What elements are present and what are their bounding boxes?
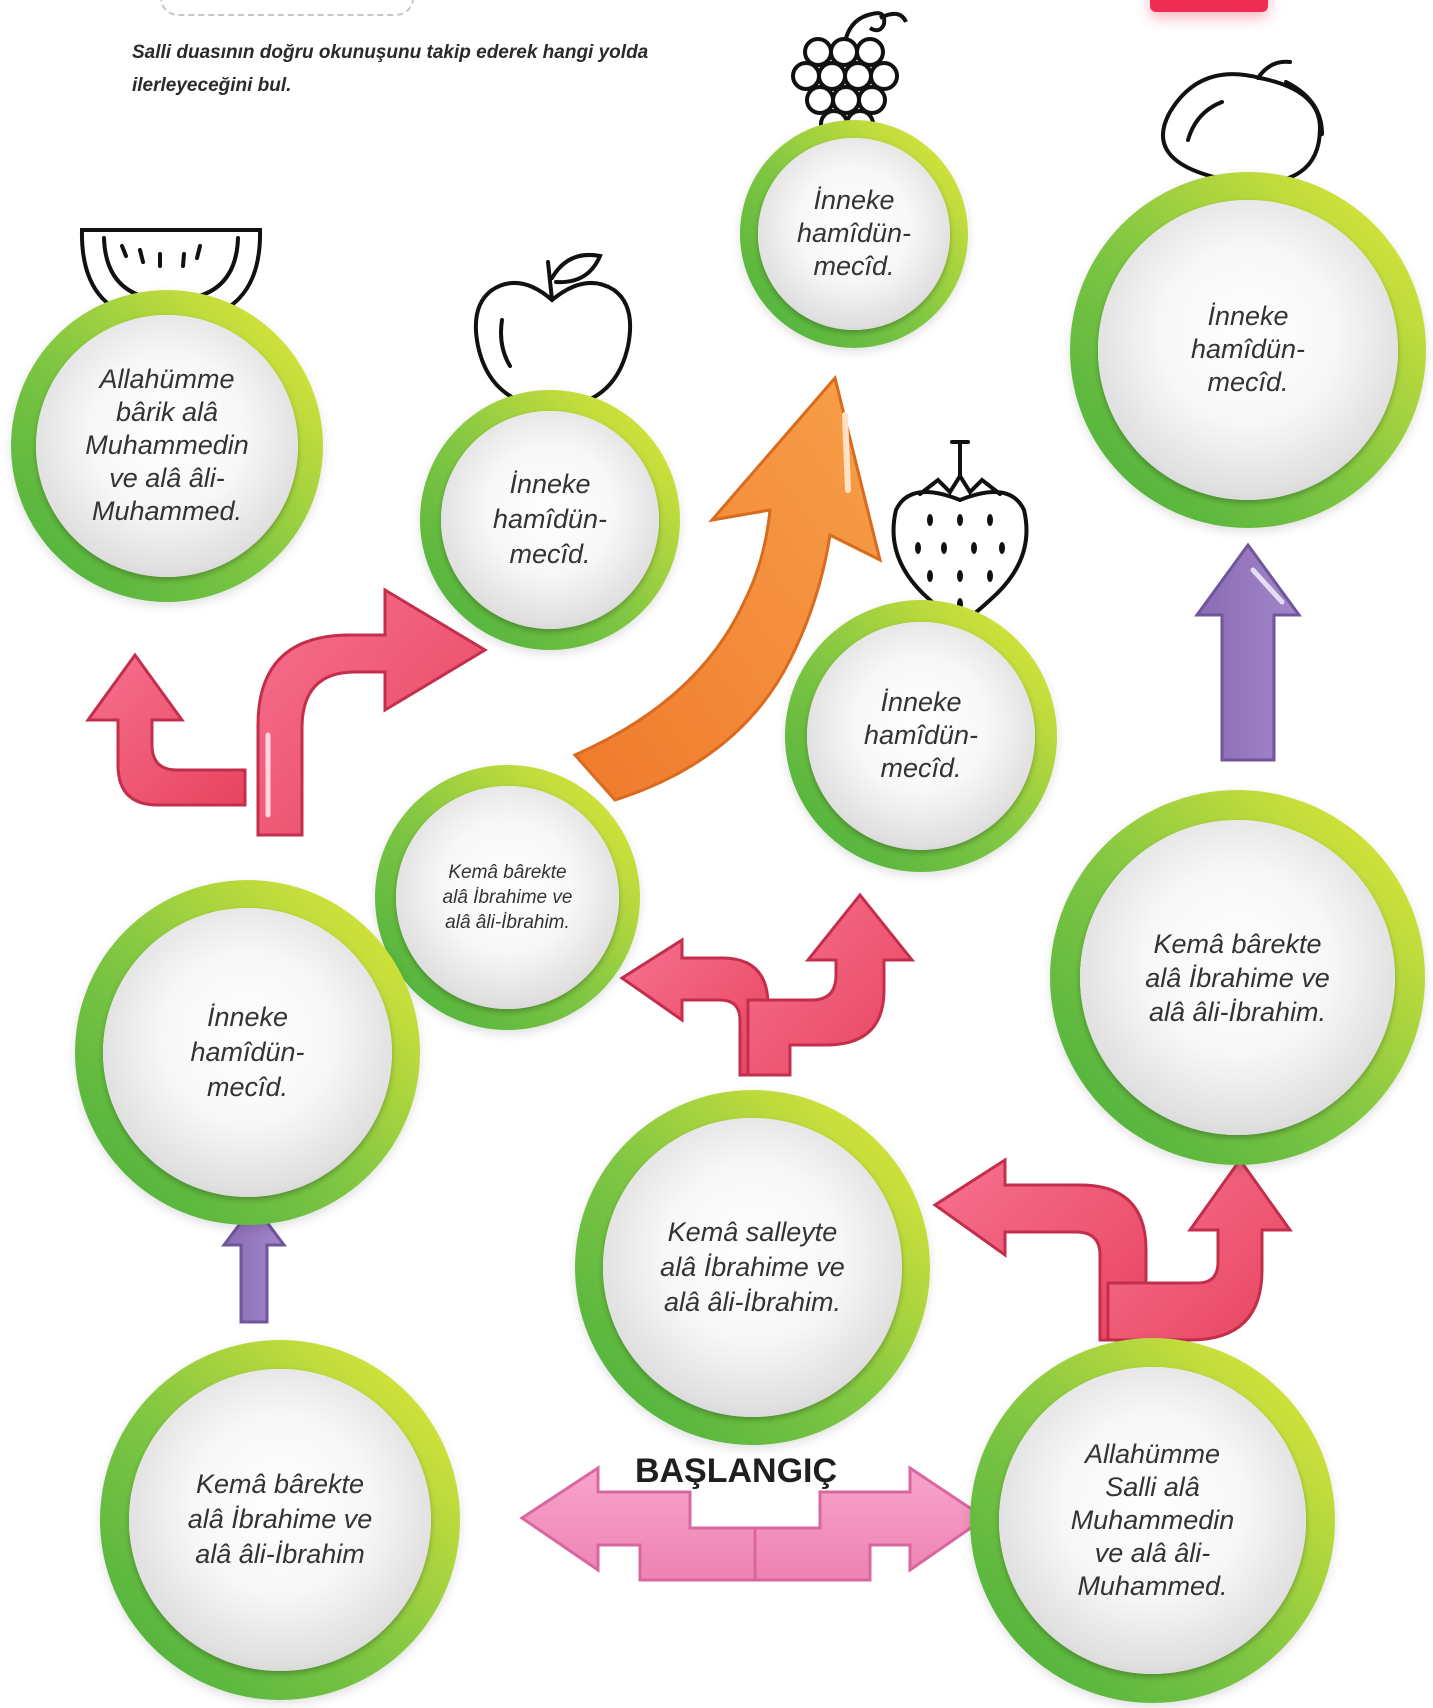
node-strawberry-text: İnneke hamîdün- mecîd. [863, 687, 979, 784]
node-start-text: Allahümme Salli alâ Muhammedin ve alâ âl… [1070, 1438, 1235, 1601]
node-bottom-left: Kemâ bârekte alâ İbrahime ve alâ âli-İbr… [100, 1340, 460, 1700]
node-start: Allahümme Salli alâ Muhammedin ve alâ âl… [970, 1338, 1335, 1703]
apple-icon [473, 253, 633, 408]
arrow-purple-left [221, 1202, 287, 1324]
node-mango-text: İnneke hamîdün- mecîd. [1190, 301, 1306, 398]
node-watermelon-text: Allahümme bârik alâ Muhammedin ve alâ âl… [85, 364, 249, 527]
strawberry-seeds [915, 514, 1005, 610]
arrow-purple-right [1194, 542, 1302, 762]
node-center: Kemâ bârekte alâ İbrahime ve alâ âli-İbr… [375, 765, 640, 1030]
node-salleyte: Kemâ salleyte alâ İbrahime ve alâ âli-İb… [575, 1090, 930, 1445]
node-left-mid-text: İnneke hamîdün- mecîd. [190, 1001, 305, 1102]
node-salleyte-text: Kemâ salleyte alâ İbrahime ve alâ âli-İb… [660, 1216, 845, 1317]
node-center-text: Kemâ bârekte alâ İbrahime ve alâ âli-İbr… [442, 861, 573, 933]
node-apple: İnneke hamîdün- mecîd. [420, 390, 680, 650]
node-bottom-left-text: Kemâ bârekte alâ İbrahime ve alâ âli-İbr… [187, 1469, 373, 1570]
instruction-text: Salli duasının doğru okunuşunu takip ede… [132, 42, 649, 96]
arrow-start-right [753, 1465, 988, 1582]
node-strawberry: İnneke hamîdün- mecîd. [785, 600, 1057, 872]
start-label: BAŞLANGIÇ [634, 1452, 838, 1490]
node-left-mid: İnneke hamîdün- mecîd. [75, 880, 420, 1225]
arrow-curve-pink [256, 587, 488, 837]
arrow-lower-right-pink [1106, 1157, 1293, 1342]
node-apple-text: İnneke hamîdün- mecîd. [492, 469, 608, 570]
arrow-orange [572, 374, 883, 802]
node-right-mid-text: Kemâ bârekte alâ İbrahime ve alâ âli-İbr… [1145, 928, 1330, 1027]
node-mango: İnneke hamîdün- mecîd. [1070, 172, 1426, 528]
page-corner-badge [1150, 0, 1268, 12]
strawberry-icon [891, 440, 1029, 627]
arrow-start-left [519, 1465, 762, 1582]
arrow-lower-left-pink [932, 1157, 1148, 1342]
node-right-mid: Kemâ bârekte alâ İbrahime ve alâ âli-İbr… [1050, 790, 1425, 1165]
arrow-small-right-pink [746, 892, 916, 1077]
mango-icon [1161, 59, 1324, 185]
node-grapes: İnneke hamîdün- mecîd. [740, 120, 968, 348]
node-watermelon: Allahümme bârik alâ Muhammedin ve alâ âl… [11, 290, 323, 602]
arrow-small-left-pink [619, 937, 770, 1077]
arrow-left-up-pink [85, 652, 247, 807]
node-grapes-text: İnneke hamîdün- mecîd. [796, 185, 912, 282]
